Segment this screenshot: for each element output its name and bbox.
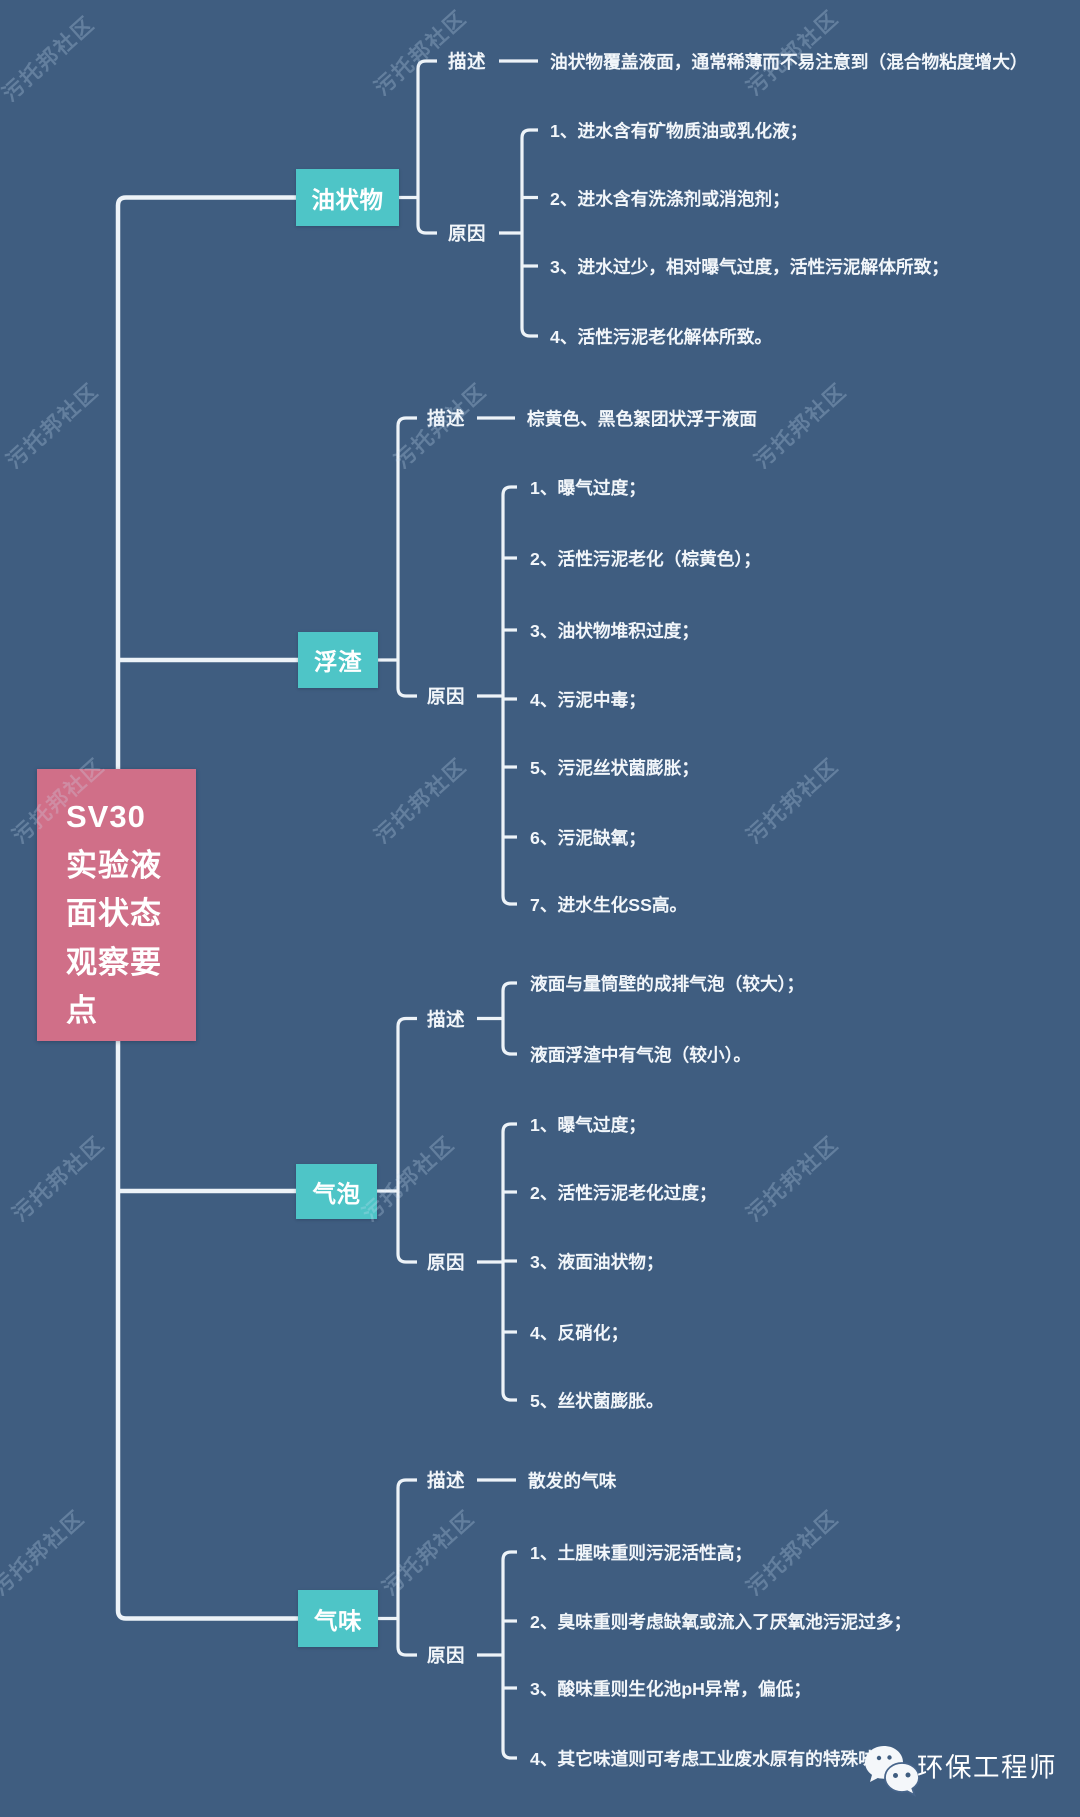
cause-item: 5、污泥丝状菌膨胀； — [530, 758, 700, 778]
cause-item: 2、活性污泥老化过度； — [530, 1183, 717, 1203]
cause-item: 6、污泥缺氧； — [530, 828, 646, 848]
cause-item: 1、进水含有矿物质油或乳化液； — [550, 121, 808, 141]
cause-item: 2、活性污泥老化（棕黄色）； — [530, 549, 761, 569]
cause-item: 3、酸味重则生化池pH异常，偏低； — [530, 1679, 812, 1699]
cause-label: 原因 — [427, 1252, 466, 1273]
desc-label: 描述 — [427, 1470, 466, 1491]
cause-item: 4、污泥中毒； — [530, 690, 646, 710]
cause-item: 3、液面油状物； — [530, 1252, 664, 1272]
cause-item: 1、曝气过度； — [530, 478, 646, 498]
branch-node-oily-matter: 油状物 — [296, 169, 399, 226]
desc-label: 描述 — [448, 51, 487, 72]
cause-item: 3、进水过少，相对曝气过度，活性污泥解体所致； — [550, 257, 949, 277]
cause-label: 原因 — [427, 1645, 466, 1666]
description-item: 散发的气味 — [528, 1471, 617, 1491]
wechat-icon — [865, 1746, 920, 1797]
desc-label: 描述 — [427, 1008, 466, 1030]
description-item: 油状物覆盖液面，通常稀薄而不易注意到（混合物粘度增大） — [550, 52, 1028, 72]
description-item: 液面与量筒壁的成排气泡（较大）； — [530, 974, 805, 994]
desc-label: 描述 — [427, 408, 466, 429]
cause-item: 4、其它味道则可考虑工业废水原有的特殊味道。 — [530, 1749, 912, 1769]
cause-item: 1、曝气过度； — [530, 1115, 646, 1135]
cause-item: 5、丝状菌膨胀。 — [530, 1391, 664, 1411]
root-node: SV30 实验液 面状态 观察要 点 — [37, 769, 196, 1041]
cause-item: 4、反硝化； — [530, 1323, 629, 1343]
cause-item: 1、土腥味重则污泥活性高； — [530, 1543, 753, 1563]
description-item: 液面浮渣中有气泡（较小）。 — [530, 1045, 752, 1065]
cause-item: 2、臭味重则考虑缺氧或流入了厌氧池污泥过多； — [530, 1612, 912, 1632]
cause-item: 4、活性污泥老化解体所致。 — [550, 327, 773, 347]
cause-label: 原因 — [427, 686, 466, 707]
description-item: 棕黄色、黑色絮团状浮于液面 — [527, 409, 757, 429]
branch-node-bubbles: 气泡 — [296, 1164, 377, 1219]
cause-label: 原因 — [448, 223, 487, 244]
cause-item: 2、进水含有洗涤剂或消泡剂； — [550, 188, 790, 209]
cause-item: 7、进水生化SS高。 — [530, 895, 688, 915]
wechat-account-label: 环保工程师 — [917, 1752, 1057, 1783]
branch-node-scum: 浮渣 — [298, 632, 378, 688]
cause-item: 3、油状物堆积过度； — [530, 621, 700, 641]
branch-node-odor: 气味 — [298, 1590, 378, 1647]
